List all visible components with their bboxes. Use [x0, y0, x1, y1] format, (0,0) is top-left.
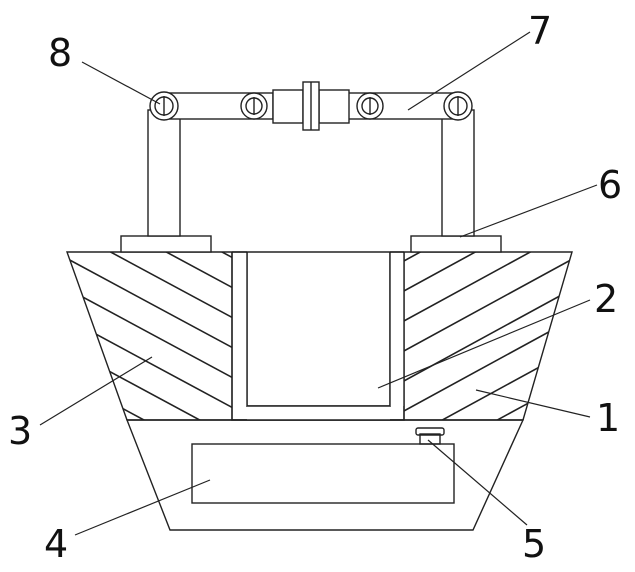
left-mount-plate [120, 235, 212, 253]
right-mount-plate [410, 235, 502, 253]
joint-right-corner [443, 91, 473, 121]
label-8: 8 [48, 31, 72, 75]
leader-lines [39, 31, 598, 536]
joint-left-corner [149, 91, 179, 121]
label-2: 2 [594, 277, 618, 321]
label-7: 7 [528, 9, 552, 53]
lower-housing [125, 419, 525, 531]
center-coupling [272, 81, 350, 131]
left-vertical-arm [147, 109, 181, 237]
label-4: 4 [44, 522, 68, 566]
right-vertical-arm [441, 109, 475, 237]
label-5: 5 [522, 522, 546, 566]
label-6: 6 [598, 163, 622, 207]
switch-button [415, 427, 445, 445]
label-3: 3 [8, 409, 32, 453]
battery-box [191, 443, 455, 504]
right-block-hatching [404, 252, 572, 420]
joint-left-inner [240, 92, 268, 120]
u-channel-inner [246, 252, 391, 407]
joint-right-inner [356, 92, 384, 120]
label-1: 1 [596, 396, 620, 440]
